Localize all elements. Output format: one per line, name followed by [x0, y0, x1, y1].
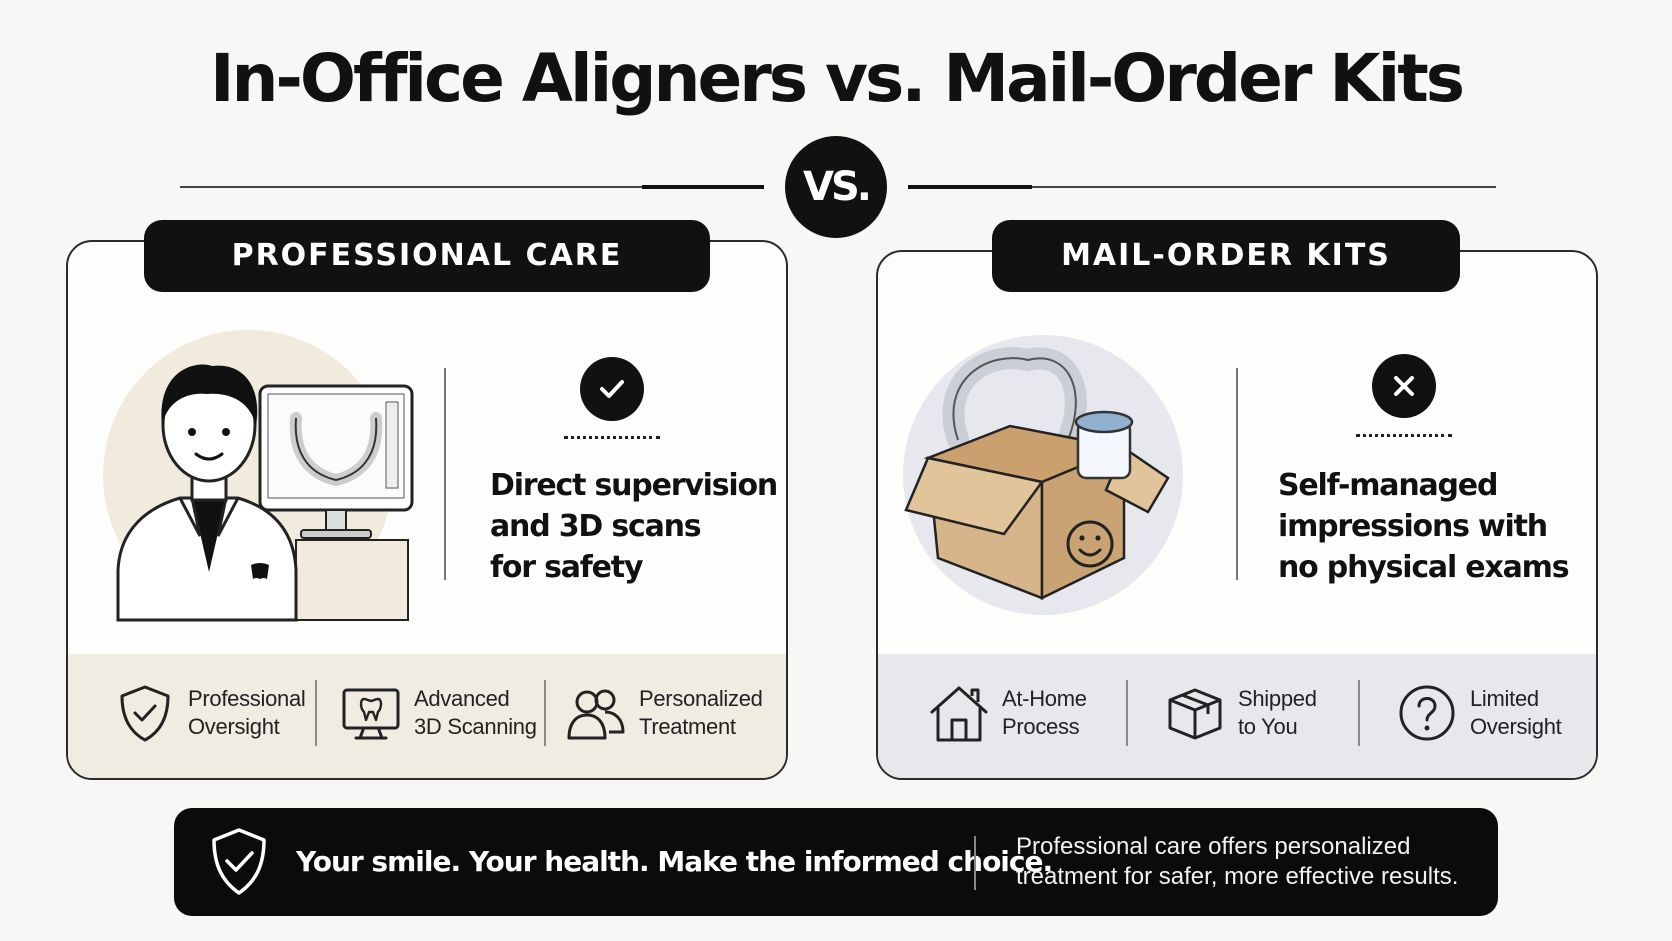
feature-limited-oversight: Limited Oversight [1396, 682, 1562, 744]
header-rule-right [908, 186, 1496, 188]
mail-order-box-illustration [903, 335, 1183, 615]
point-line: and 3D scans [490, 509, 702, 544]
header-rule-left [180, 186, 764, 188]
feature-professional-oversight: Professional Oversight [114, 682, 306, 744]
feature-label: Treatment [639, 714, 736, 739]
house-icon [930, 686, 988, 742]
feature-label: Oversight [188, 714, 280, 739]
mail-order-kits-tab: MAIL-ORDER KITS [992, 220, 1460, 292]
mail-order-dotted-divider [1356, 434, 1452, 437]
feature-divider [1358, 680, 1360, 746]
point-line: Self-managed [1278, 468, 1498, 503]
header-rule-right-accent [908, 185, 1032, 189]
feature-label: Advanced [414, 686, 510, 711]
shield-check-icon [120, 685, 170, 742]
point-line: impressions with [1278, 509, 1548, 544]
checkmark-icon [580, 357, 644, 421]
header-rule-left-accent [642, 185, 764, 189]
footer-divider [974, 836, 976, 890]
footer-note: Professional care offers personalized tr… [1016, 832, 1476, 892]
feature-at-home-process: At-Home Process [928, 682, 1087, 744]
footer-banner: Your smile. Your health. Make the inform… [174, 808, 1498, 916]
page-title: In-Office Aligners vs. Mail-Order Kits [209, 40, 1465, 117]
package-icon [1168, 688, 1222, 740]
point-line: no physical exams [1278, 550, 1570, 585]
feature-label: Process [1002, 714, 1080, 739]
monitor-tooth-icon [342, 688, 400, 740]
professional-care-tab: PROFESSIONAL CARE [144, 220, 710, 292]
mail-order-divider [1236, 368, 1238, 580]
professional-features-strip [68, 654, 786, 778]
people-icon [567, 689, 625, 740]
feature-divider [544, 680, 546, 746]
shield-check-icon [212, 828, 266, 895]
question-circle-icon [1399, 685, 1455, 741]
feature-label: 3D Scanning [414, 714, 537, 739]
footer-note-line: treatment for safer, more effective resu… [1016, 863, 1459, 890]
professional-dotted-divider [564, 436, 660, 439]
x-mark-icon [1372, 354, 1436, 418]
feature-divider [1126, 680, 1128, 746]
feature-divider [315, 680, 317, 746]
feature-label: to You [1238, 714, 1298, 739]
footer-tagline: Your smile. Your health. Make the inform… [296, 845, 1053, 878]
feature-label: Personalized [639, 686, 763, 711]
mail-order-key-point: Self-managed impressions with no physica… [1278, 465, 1570, 588]
feature-advanced-3d-scanning: Advanced 3D Scanning [340, 682, 537, 744]
professional-key-point: Direct supervision and 3D scans for safe… [490, 465, 778, 588]
professional-divider [444, 368, 446, 580]
mail-order-features-strip [878, 654, 1596, 778]
dentist-with-monitor-illustration [103, 330, 414, 622]
feature-personalized-treatment: Personalized Treatment [565, 682, 763, 744]
feature-label: Oversight [1470, 714, 1562, 739]
feature-shipped-to-you: Shipped to You [1164, 682, 1317, 744]
feature-label: Shipped [1238, 686, 1317, 711]
feature-label: At-Home [1002, 686, 1087, 711]
point-line: for safety [490, 550, 644, 585]
footer-note-line: Professional care offers personalized [1016, 833, 1411, 860]
feature-label: Limited [1470, 686, 1539, 711]
feature-label: Professional [188, 686, 306, 711]
point-line: Direct supervision [490, 468, 778, 503]
vs-badge: VS. [785, 136, 887, 238]
